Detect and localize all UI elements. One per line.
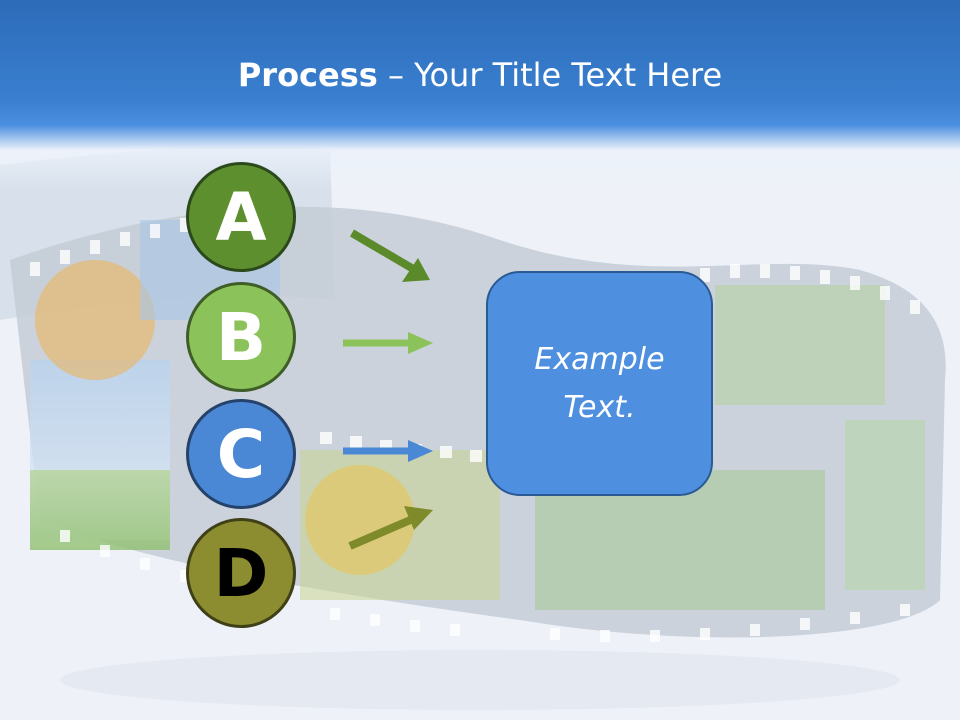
step-letter-a: A [215, 178, 267, 256]
step-circle-a: A [186, 162, 296, 272]
title-bold: Process [237, 56, 378, 94]
arrow-a [349, 229, 430, 282]
step-letter-c: C [216, 415, 266, 493]
title-banner [0, 0, 960, 190]
box-line-2: Text. [563, 389, 636, 425]
box-line-1: Example [534, 341, 665, 377]
step-letter-d: D [213, 534, 269, 612]
slide-title: Process – Your Title Text Here [0, 54, 960, 96]
arrow-d [348, 506, 433, 550]
step-circle-b: B [186, 282, 296, 392]
example-text-box: Example Text. [486, 271, 713, 496]
arrow-c [343, 440, 433, 462]
step-circle-d: D [186, 518, 296, 628]
step-circle-c: C [186, 399, 296, 509]
title-rest: – Your Title Text Here [377, 56, 723, 94]
arrow-b [343, 332, 433, 354]
step-letter-b: B [215, 298, 267, 376]
